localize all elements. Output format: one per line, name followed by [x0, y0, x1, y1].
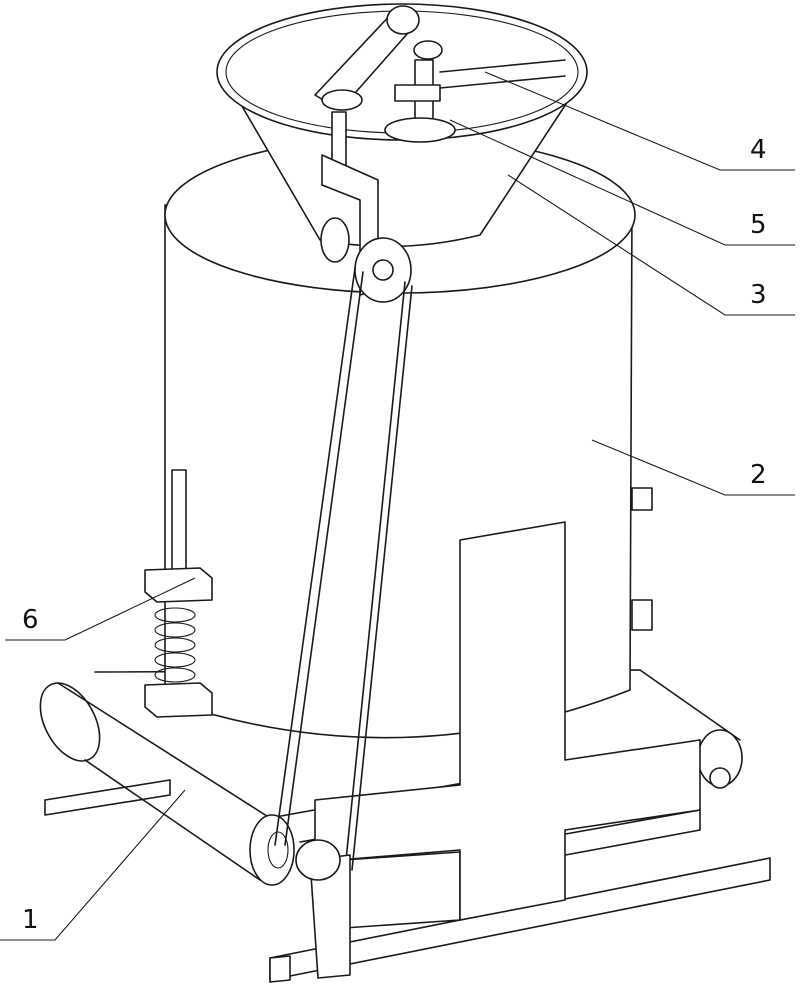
- stirrer-assembly: [314, 5, 566, 143]
- belt-drive: [274, 111, 413, 979]
- label-5: 5: [750, 210, 767, 240]
- label-1: 1: [22, 905, 39, 935]
- leader-lines: [0, 71, 795, 941]
- label-6: 6: [22, 605, 39, 635]
- label-4: 4: [750, 135, 767, 165]
- label-3: 3: [750, 280, 767, 310]
- label-2: 2: [750, 460, 767, 490]
